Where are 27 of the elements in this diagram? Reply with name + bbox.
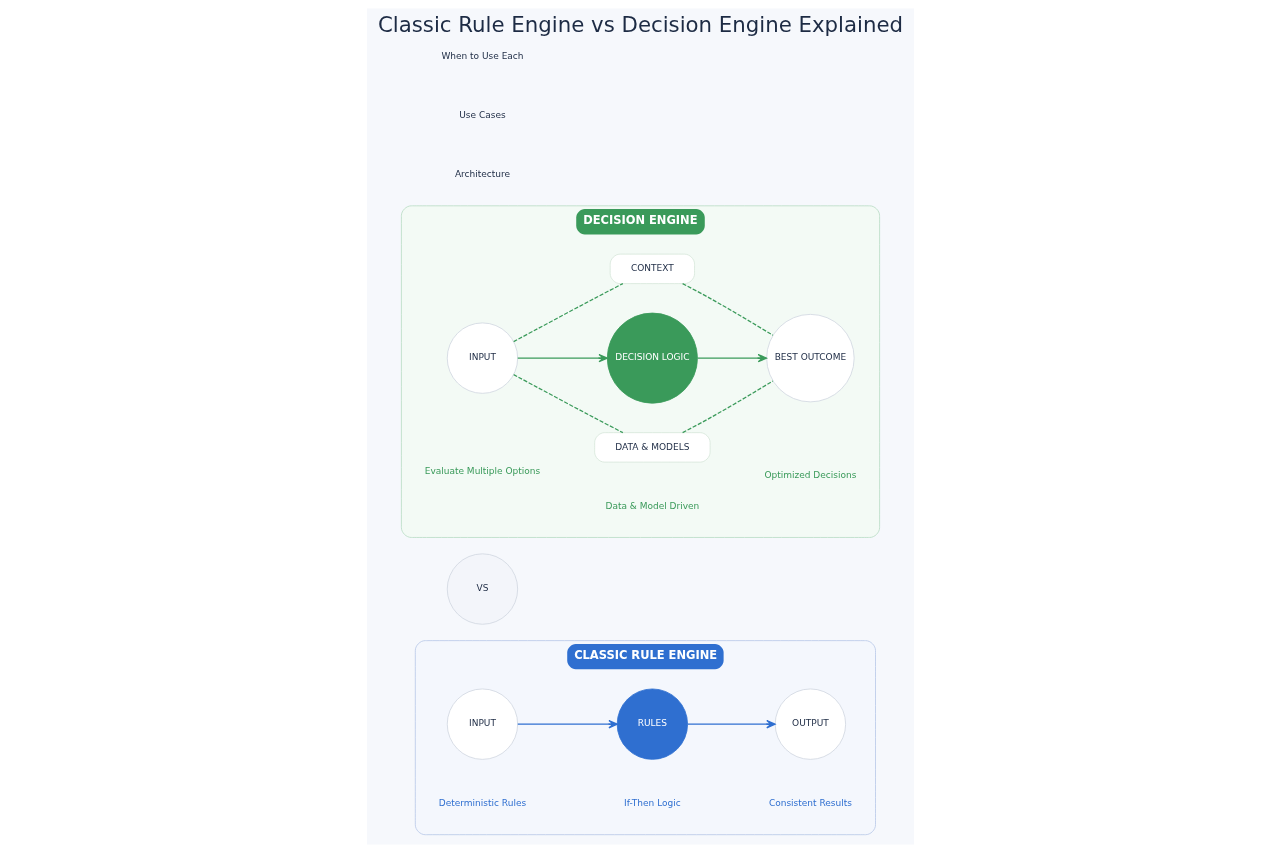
label: Use Cases: [458, 110, 506, 121]
node-circle: OUTPUT: [774, 688, 846, 760]
label: Architecture: [454, 168, 510, 179]
node-circle: INPUT: [446, 688, 518, 760]
arrow: [686, 719, 776, 729]
label: When to Use Each: [440, 51, 524, 62]
connector: [512, 374, 623, 434]
label: Data & Model Driven: [604, 500, 699, 511]
node-box: DATA & MODELS: [593, 432, 710, 463]
label: Deterministic Rules: [438, 797, 526, 808]
label: Evaluate Multiple Options: [424, 466, 540, 477]
arrow: [516, 719, 618, 729]
node-circle: VS: [446, 553, 518, 625]
label: Consistent Results: [768, 797, 852, 808]
node-circle: INPUT: [446, 322, 518, 394]
connector: [681, 283, 773, 336]
arrow: [516, 353, 608, 363]
diagram-title: Classic Rule Engine vs Decision Engine Explained: [377, 12, 903, 38]
node-circle: DECISION LOGIC: [606, 312, 698, 404]
label: Optimized Decisions: [763, 470, 856, 481]
node-circle: RULES: [616, 688, 688, 760]
node-circle: BEST OUTCOME: [765, 313, 855, 403]
node-box: CONTEXT: [609, 253, 695, 285]
arrow: [696, 353, 767, 363]
label: If-Then Logic: [623, 797, 681, 808]
connector: [681, 380, 773, 434]
connector: [512, 283, 623, 343]
